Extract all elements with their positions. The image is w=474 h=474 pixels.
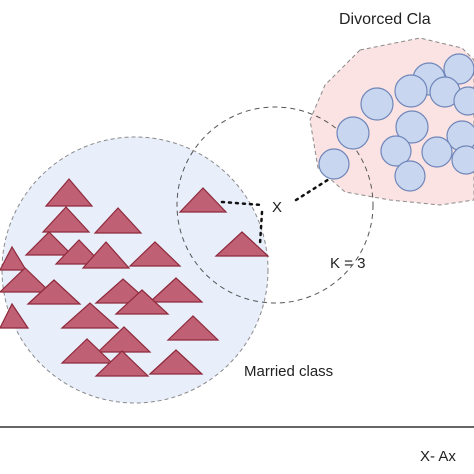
- married-triangle: [214, 231, 270, 257]
- married-triangle: [93, 207, 143, 234]
- married-triangle: [128, 241, 182, 267]
- distance-line-2: [258, 210, 264, 246]
- divorced-circle: [443, 53, 474, 85]
- married-points: [0, 178, 270, 377]
- married-triangle: [81, 241, 131, 269]
- married-triangle: [178, 187, 228, 213]
- distance-line-3: [294, 174, 336, 202]
- divorced-circle: [395, 110, 429, 144]
- married-triangle: [0, 245, 28, 271]
- divorced-circle: [336, 116, 370, 150]
- married-triangle: [148, 349, 204, 375]
- married-triangle: [0, 302, 30, 329]
- divorced-circle: [360, 87, 394, 121]
- married-triangle: [166, 315, 220, 341]
- distance-line-1: [220, 200, 264, 207]
- married-triangle: [96, 326, 152, 353]
- divorced-circle: [394, 74, 428, 108]
- married-triangle: [44, 178, 94, 207]
- divorced-circle: [453, 86, 474, 116]
- x-axis-label: X- Ax: [420, 448, 456, 465]
- married-triangle: [41, 206, 91, 233]
- divorced-class-label: Divorced Cla: [339, 11, 431, 28]
- married-triangle: [114, 289, 170, 315]
- divorced-points: [318, 53, 474, 192]
- divorced-circle: [451, 145, 474, 175]
- married-triangle: [148, 277, 204, 303]
- married-triangle: [54, 239, 104, 265]
- divorced-circle: [394, 160, 426, 192]
- divorced-circle: [421, 136, 453, 168]
- divorced-circle: [318, 148, 350, 180]
- divorced-circle: [380, 135, 412, 167]
- married-triangle: [24, 231, 74, 256]
- query-point-label: X: [272, 199, 282, 216]
- married-triangle: [94, 350, 150, 377]
- k-value-label: K = 3: [330, 255, 365, 272]
- married-triangle: [26, 279, 82, 305]
- married-class-label: Married class: [244, 363, 333, 380]
- married-triangle: [60, 302, 120, 329]
- married-triangle: [0, 267, 52, 293]
- married-triangle: [60, 338, 114, 364]
- k-neighborhood-circle: [176, 106, 374, 304]
